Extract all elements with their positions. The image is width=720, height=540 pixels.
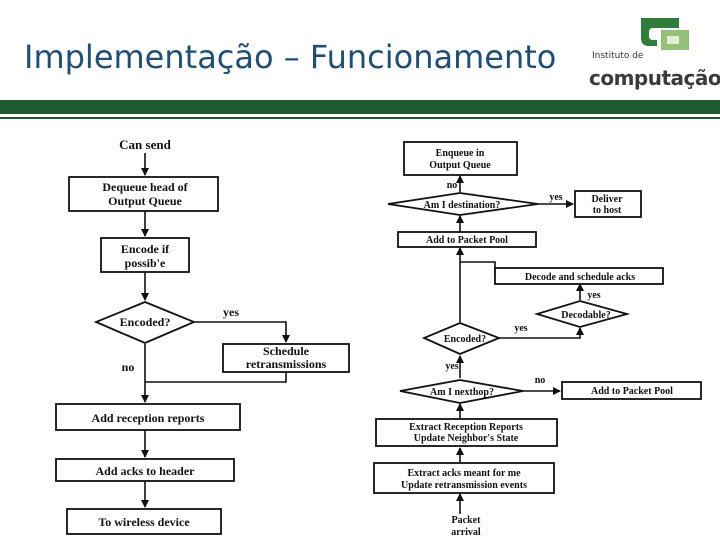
header-divider <box>0 100 720 114</box>
encode-box <box>100 237 190 273</box>
page-title: Implementação – Funcionamento <box>24 38 557 76</box>
extract-acks-box <box>373 462 555 494</box>
enqueue-label-2: Output Queue <box>429 160 491 171</box>
reception-reports-label: Add reception reports <box>92 411 205 425</box>
encode-label-2: possib'e <box>125 256 166 270</box>
destination-decision <box>387 192 539 216</box>
decode-schedule-box <box>494 267 664 285</box>
packet-pool-label: Add to Packet Pool <box>426 235 508 246</box>
enqueue-label-1: Enqueue in <box>436 148 485 159</box>
packet-pool-side-label: Add to Packet Pool <box>591 386 673 397</box>
dequeue-label-1: Dequeue head of <box>102 180 188 194</box>
edge-decode-merge <box>460 261 496 276</box>
packet-pool-side-box <box>561 381 702 400</box>
encode-label-1: Encode if <box>121 242 170 256</box>
reception-reports-box <box>55 403 241 431</box>
encoded-decision <box>93 301 197 344</box>
no-label-left: no <box>122 360 135 374</box>
yes-label-encoded: yes <box>514 323 527 334</box>
institute-logo: Instituto de computação <box>583 14 720 96</box>
dequeue-label-2: Output Queue <box>108 194 182 208</box>
header-divider-thin <box>0 117 720 119</box>
dequeue-box <box>68 176 219 212</box>
encoded-decision-right <box>421 322 502 355</box>
extract-reports-label-2: Update Neighbor's State <box>414 433 519 444</box>
yes-label-decodable: yes <box>587 290 600 301</box>
nexthop-decision <box>399 379 524 404</box>
edge-schedule-merge <box>145 372 287 383</box>
logo-wordmark: computação <box>589 66 720 90</box>
encoded-label-right: Encoded? <box>444 334 486 345</box>
encoded-label: Encoded? <box>120 315 171 329</box>
extract-reports-box <box>375 418 558 447</box>
schedule-label-1: Schedule <box>263 344 310 358</box>
nexthop-label: Am I nexthop? <box>430 387 494 398</box>
deliver-box <box>574 190 642 218</box>
yes-label-destination: yes <box>549 192 562 203</box>
acks-header-box <box>55 458 235 482</box>
wireless-label: To wireless device <box>98 515 190 529</box>
destination-label: Am I destination? <box>424 200 501 211</box>
packet-arrival-label-1: Packet <box>452 515 482 526</box>
decodable-decision <box>533 300 631 328</box>
wireless-box <box>66 508 222 535</box>
schedule-label-2: retransmissions <box>246 357 327 371</box>
decode-schedule-label: Decode and schedule acks <box>525 272 635 283</box>
edge-encoded-yes-schedule <box>194 321 290 343</box>
no-label-nexthop: no <box>535 375 546 386</box>
extract-reports-label-1: Extract Reception Reports <box>409 422 523 433</box>
enqueue-box <box>403 141 518 176</box>
yes-label-nexthop: yes <box>445 361 458 372</box>
logo-subtitle: Instituto de <box>592 51 644 61</box>
extract-acks-label-1: Extract acks meant for me <box>407 468 521 479</box>
yes-label-left: yes <box>223 305 239 319</box>
packet-arrival-label-2: arrival <box>451 527 481 538</box>
edge-encoded-yes-decodable <box>499 327 584 339</box>
can-send-label: Can send <box>119 137 171 152</box>
acks-header-label: Add acks to header <box>95 464 195 478</box>
deliver-label-1: Deliver <box>591 194 623 205</box>
no-label-top: no <box>447 180 458 191</box>
logo-mark-icon <box>641 18 689 50</box>
decodable-label: Decodable? <box>561 310 610 321</box>
packet-pool-box <box>397 231 537 248</box>
deliver-label-2: to host <box>593 205 622 216</box>
extract-acks-label-2: Update retransmission events <box>401 480 527 491</box>
schedule-box <box>222 343 350 373</box>
